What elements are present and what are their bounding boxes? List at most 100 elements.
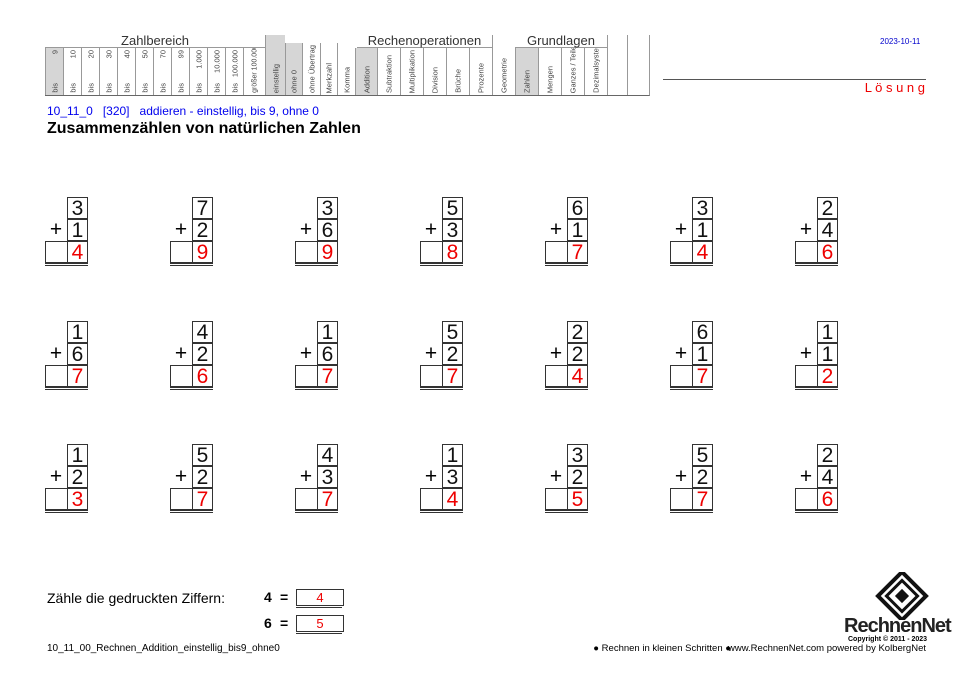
logo-text: RechnenNet [844, 615, 952, 637]
double-underline [170, 510, 213, 513]
category-merkzahl: Merkzahl [320, 43, 337, 95]
sum-answer: 9 [317, 241, 338, 263]
addition-problem: 4 + 3 7 [295, 444, 340, 516]
range-prefix: bis [194, 83, 203, 93]
count-digit: 4 [264, 589, 272, 605]
double-underline [295, 263, 338, 266]
category-ohne-0: ohne 0 [285, 43, 302, 95]
addend-1: 6 [567, 197, 588, 219]
category-dezimalsystem: Dezimalsystem [584, 48, 607, 95]
addition-problem: 6 + 1 7 [545, 197, 590, 269]
range-value: 1.000 [194, 50, 203, 69]
sum-answer: 6 [817, 241, 838, 263]
carry-cell [420, 488, 443, 510]
carry-cell [795, 241, 818, 263]
category-label: Geometrie [499, 57, 509, 93]
category-prozente: Prozente [469, 48, 492, 95]
date: 2023-10-11 [880, 37, 921, 46]
sum-answer: 7 [567, 241, 588, 263]
addition-problem: 5 + 2 7 [670, 444, 715, 516]
range-2: 20 bis [81, 48, 99, 95]
double-underline [420, 510, 463, 513]
range-prefix: bis [158, 83, 167, 93]
carry-cell [545, 488, 568, 510]
double-underline [296, 631, 342, 634]
sum-answer: 6 [817, 488, 838, 510]
sum-answer: 4 [567, 365, 588, 387]
addend-2: 1 [692, 343, 713, 365]
addition-problem: 3 + 1 4 [45, 197, 90, 269]
category-ganzes-teile: Ganzes / Teile [561, 48, 584, 95]
plus-sign: + [49, 218, 63, 241]
double-underline [420, 387, 463, 390]
range-8: 1.000 bis [189, 48, 207, 95]
logo-mark-icon [875, 572, 929, 620]
category-subtraktion: Subtraktion [377, 48, 400, 95]
carry-cell [545, 365, 568, 387]
category-label: Division [430, 66, 440, 93]
carry-cell [170, 488, 193, 510]
carry-cell [420, 241, 443, 263]
category-label: Merkzahl [324, 62, 334, 93]
category-label: ohne 0 [289, 70, 299, 93]
addend-2: 2 [567, 466, 588, 488]
range-prefix: bis [176, 83, 185, 93]
footer-filename: 10_11_00_Rechnen_Addition_einstellig_bis… [47, 643, 280, 654]
solution-label: L ö s u n g [864, 80, 925, 95]
category-komma: Komma [337, 43, 355, 95]
divider [663, 79, 926, 80]
double-underline [670, 387, 713, 390]
double-underline [545, 510, 588, 513]
addition-problem: 7 + 2 9 [170, 197, 215, 269]
sum-answer: 7 [317, 365, 338, 387]
count-answer: 5 [296, 615, 344, 632]
addend-2: 1 [567, 219, 588, 241]
addition-problem: 5 + 2 7 [420, 321, 465, 393]
category-geometrie: Geometrie [492, 35, 515, 95]
plus-sign: + [549, 465, 563, 488]
carry-cell [45, 241, 68, 263]
category-division: Division [423, 48, 446, 95]
sum-answer: 2 [817, 365, 838, 387]
sum-answer: 4 [442, 488, 463, 510]
category-label: ohne Übertrag [307, 45, 316, 93]
plus-sign: + [549, 342, 563, 365]
addition-problem: 6 + 1 7 [670, 321, 715, 393]
range-prefix: bis [104, 83, 113, 93]
addend-1: 4 [317, 444, 338, 466]
range-prefix: bis [140, 83, 149, 93]
range-value: 50 [140, 50, 149, 59]
range-value: 20 [86, 50, 95, 59]
carry-cell [295, 488, 318, 510]
addend-1: 1 [442, 444, 463, 466]
range-prefix: bis [122, 83, 131, 93]
addend-2: 6 [317, 219, 338, 241]
plus-sign: + [424, 342, 438, 365]
addend-2: 6 [317, 343, 338, 365]
category-label: Ganzes / Teile [568, 48, 578, 93]
plus-sign: + [174, 342, 188, 365]
addend-1: 2 [817, 197, 838, 219]
double-underline [45, 263, 88, 266]
addition-problem: 1 + 1 2 [795, 321, 840, 393]
plus-sign: + [799, 465, 813, 488]
count-row: 6 = 5 [262, 615, 352, 639]
double-underline [170, 387, 213, 390]
carry-cell [295, 241, 318, 263]
addition-problem: 1 + 2 3 [45, 444, 90, 516]
range-prefix: bis [230, 83, 239, 93]
addend-1: 5 [442, 321, 463, 343]
plus-sign: + [799, 342, 813, 365]
carry-cell [670, 365, 693, 387]
plus-sign: + [424, 465, 438, 488]
category-label: Subtraktion [384, 55, 394, 93]
plus-sign: + [799, 218, 813, 241]
range-prefix: bis [86, 83, 95, 93]
plus-sign: + [49, 342, 63, 365]
sum-answer: 7 [692, 365, 713, 387]
range-value: 10.000 [212, 50, 221, 73]
count-label: Zähle die gedruckten Ziffern: [47, 590, 225, 606]
